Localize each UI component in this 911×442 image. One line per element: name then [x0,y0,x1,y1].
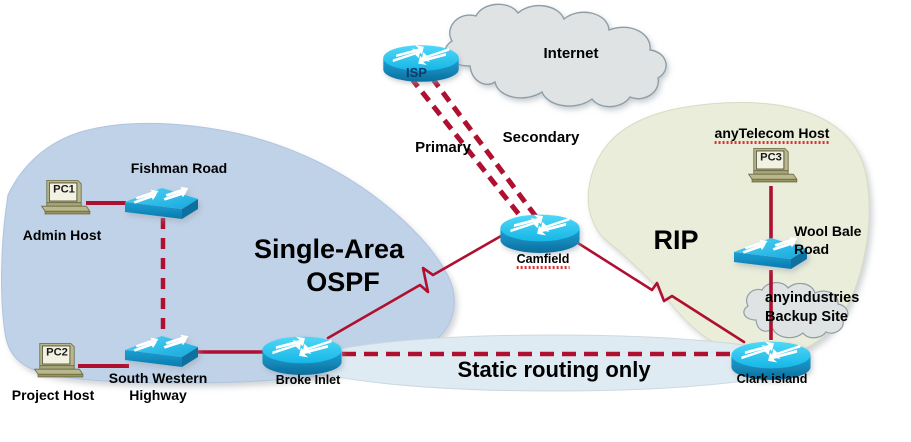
anytelecom-host-label: anyTelecom Host [714,126,830,144]
rip-region-label: RIP [653,225,699,255]
project-host-label: Project Host [11,387,95,403]
isp-router-label: ISP [406,65,427,80]
device-icon-anytelecom-host: PC3 [748,147,798,183]
link-camfield-clarkisland-serial [568,236,746,344]
internet-cloud-label: Internet [543,45,599,62]
south-western-highway-switch-label-line1: South Western [108,370,208,386]
admin-host-label: Admin Host [22,227,102,243]
svg-text:PC1: PC1 [53,183,75,195]
backup-site-cloud-label-line2: Backup Site [765,309,848,325]
broke-inlet-router-label: Broke Inlet [275,373,341,387]
internet-cloud-shape [444,3,667,108]
link-isp-camfield-secondary [430,76,542,224]
link-brokeinlet-camfield-serial [326,230,510,340]
wool-bale-road-switch-label-line2: Road [794,241,829,257]
fishman-road-switch-label: Fishman Road [130,160,228,176]
device-icon-project-host: PC2 [34,342,84,378]
south-western-highway-switch-label-line2: Highway [129,387,187,403]
svg-text:PC2: PC2 [46,346,68,358]
svg-text:PC3: PC3 [760,151,782,163]
clark-island-router-label: Clark island [736,372,808,386]
static-region-label: Static routing only [457,357,651,382]
secondary-link-label: Secondary [502,129,580,146]
ospf-region-label-line1: Single-Area [253,234,405,264]
backup-site-cloud-label-line1: anyindustries [765,290,860,306]
primary-link-label: Primary [415,139,471,156]
wool-bale-road-switch-label-line1: Wool Bale [794,223,862,239]
link-isp-camfield-primary [409,76,527,224]
camfield-router-label: Camfield [516,252,570,270]
device-icon-admin-host: PC1 [41,179,91,215]
ospf-region-label-line2: OSPF [306,267,380,297]
